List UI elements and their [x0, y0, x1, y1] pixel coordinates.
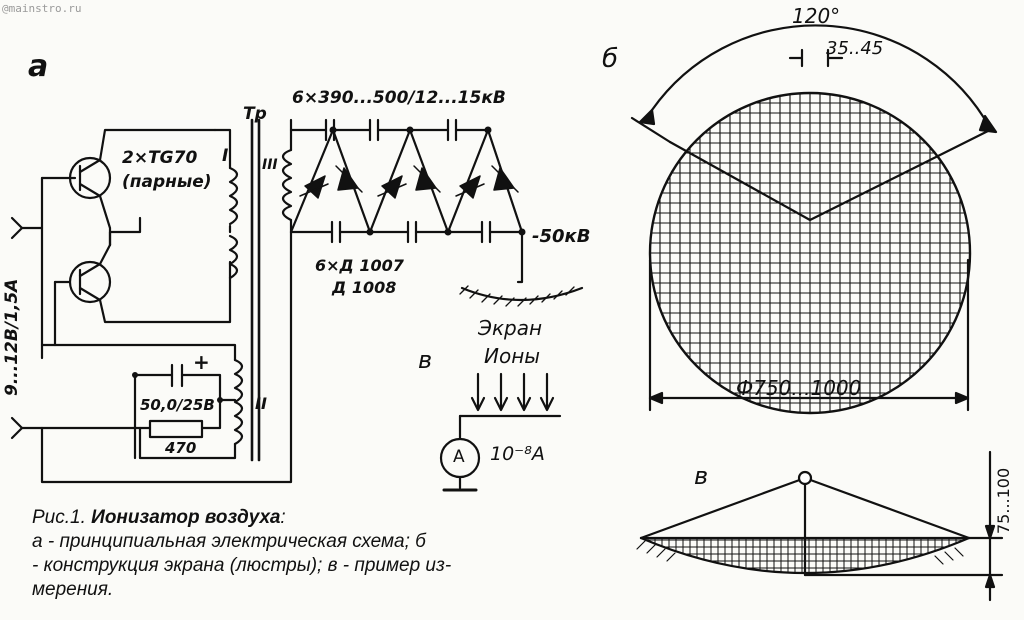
caption-prefix: Рис.1.	[32, 507, 86, 528]
transistor-upper	[68, 156, 112, 200]
caption-colon: :	[280, 507, 286, 528]
screen-top-view	[630, 24, 998, 415]
junction-dots	[132, 126, 526, 403]
winding-I-label: I	[222, 146, 229, 166]
sag-label: 75...100	[994, 467, 1013, 534]
panel-label-b: б	[602, 44, 619, 74]
capacitor-value: 50,0/25В	[140, 396, 215, 414]
input-voltage: 9...12В/1,5А	[2, 278, 22, 396]
screen-side-view	[636, 450, 1004, 602]
ions-label: Ионы	[484, 344, 541, 368]
screen-label: Экран	[478, 316, 543, 340]
output-voltage: -50кВ	[532, 226, 591, 247]
panel-label-a: а	[28, 49, 49, 84]
mesh-label: 35..45	[826, 38, 884, 59]
paired-label: (парные)	[122, 172, 212, 192]
panel-label-v-measurement: в	[418, 346, 433, 374]
measurement-setup	[439, 372, 562, 492]
watermark: @mainstro.ru	[2, 2, 82, 15]
current-value: 10⁻⁸А	[490, 443, 545, 465]
ammeter-symbol: A	[453, 447, 465, 467]
caption-title: Ионизатор воздуха	[91, 507, 281, 528]
transformer-label: Тр	[243, 104, 267, 124]
caption-line-4: мерения.	[32, 579, 114, 600]
caption-line-3: - конструкция экрана (люстры); в - приме…	[32, 555, 452, 576]
diameter-label: Ф750...1000	[736, 376, 862, 400]
transistor-lower	[68, 260, 112, 304]
screen-hatch	[459, 285, 575, 307]
caption-title-line: Рис.1. Ионизатор воздуха:	[32, 508, 286, 527]
angle-label: 120°	[792, 4, 841, 28]
winding-II-label: II	[255, 394, 267, 413]
panel-label-v-side: в	[694, 462, 709, 490]
caption-line-2: а - принципиальная электрическая схема; …	[32, 531, 426, 552]
diode-symbols	[299, 165, 519, 199]
diode-spec-2: Д 1008	[332, 278, 397, 297]
resistor-value: 470	[165, 439, 197, 457]
diode-spec-1: 6×Д 1007	[315, 256, 404, 275]
transistor-label: 2×ТG70	[122, 148, 198, 168]
winding-III-label: III	[262, 157, 278, 173]
polarity-plus: +	[193, 350, 210, 374]
capacitor-spec: 6×390...500/12...15кВ	[292, 88, 506, 108]
